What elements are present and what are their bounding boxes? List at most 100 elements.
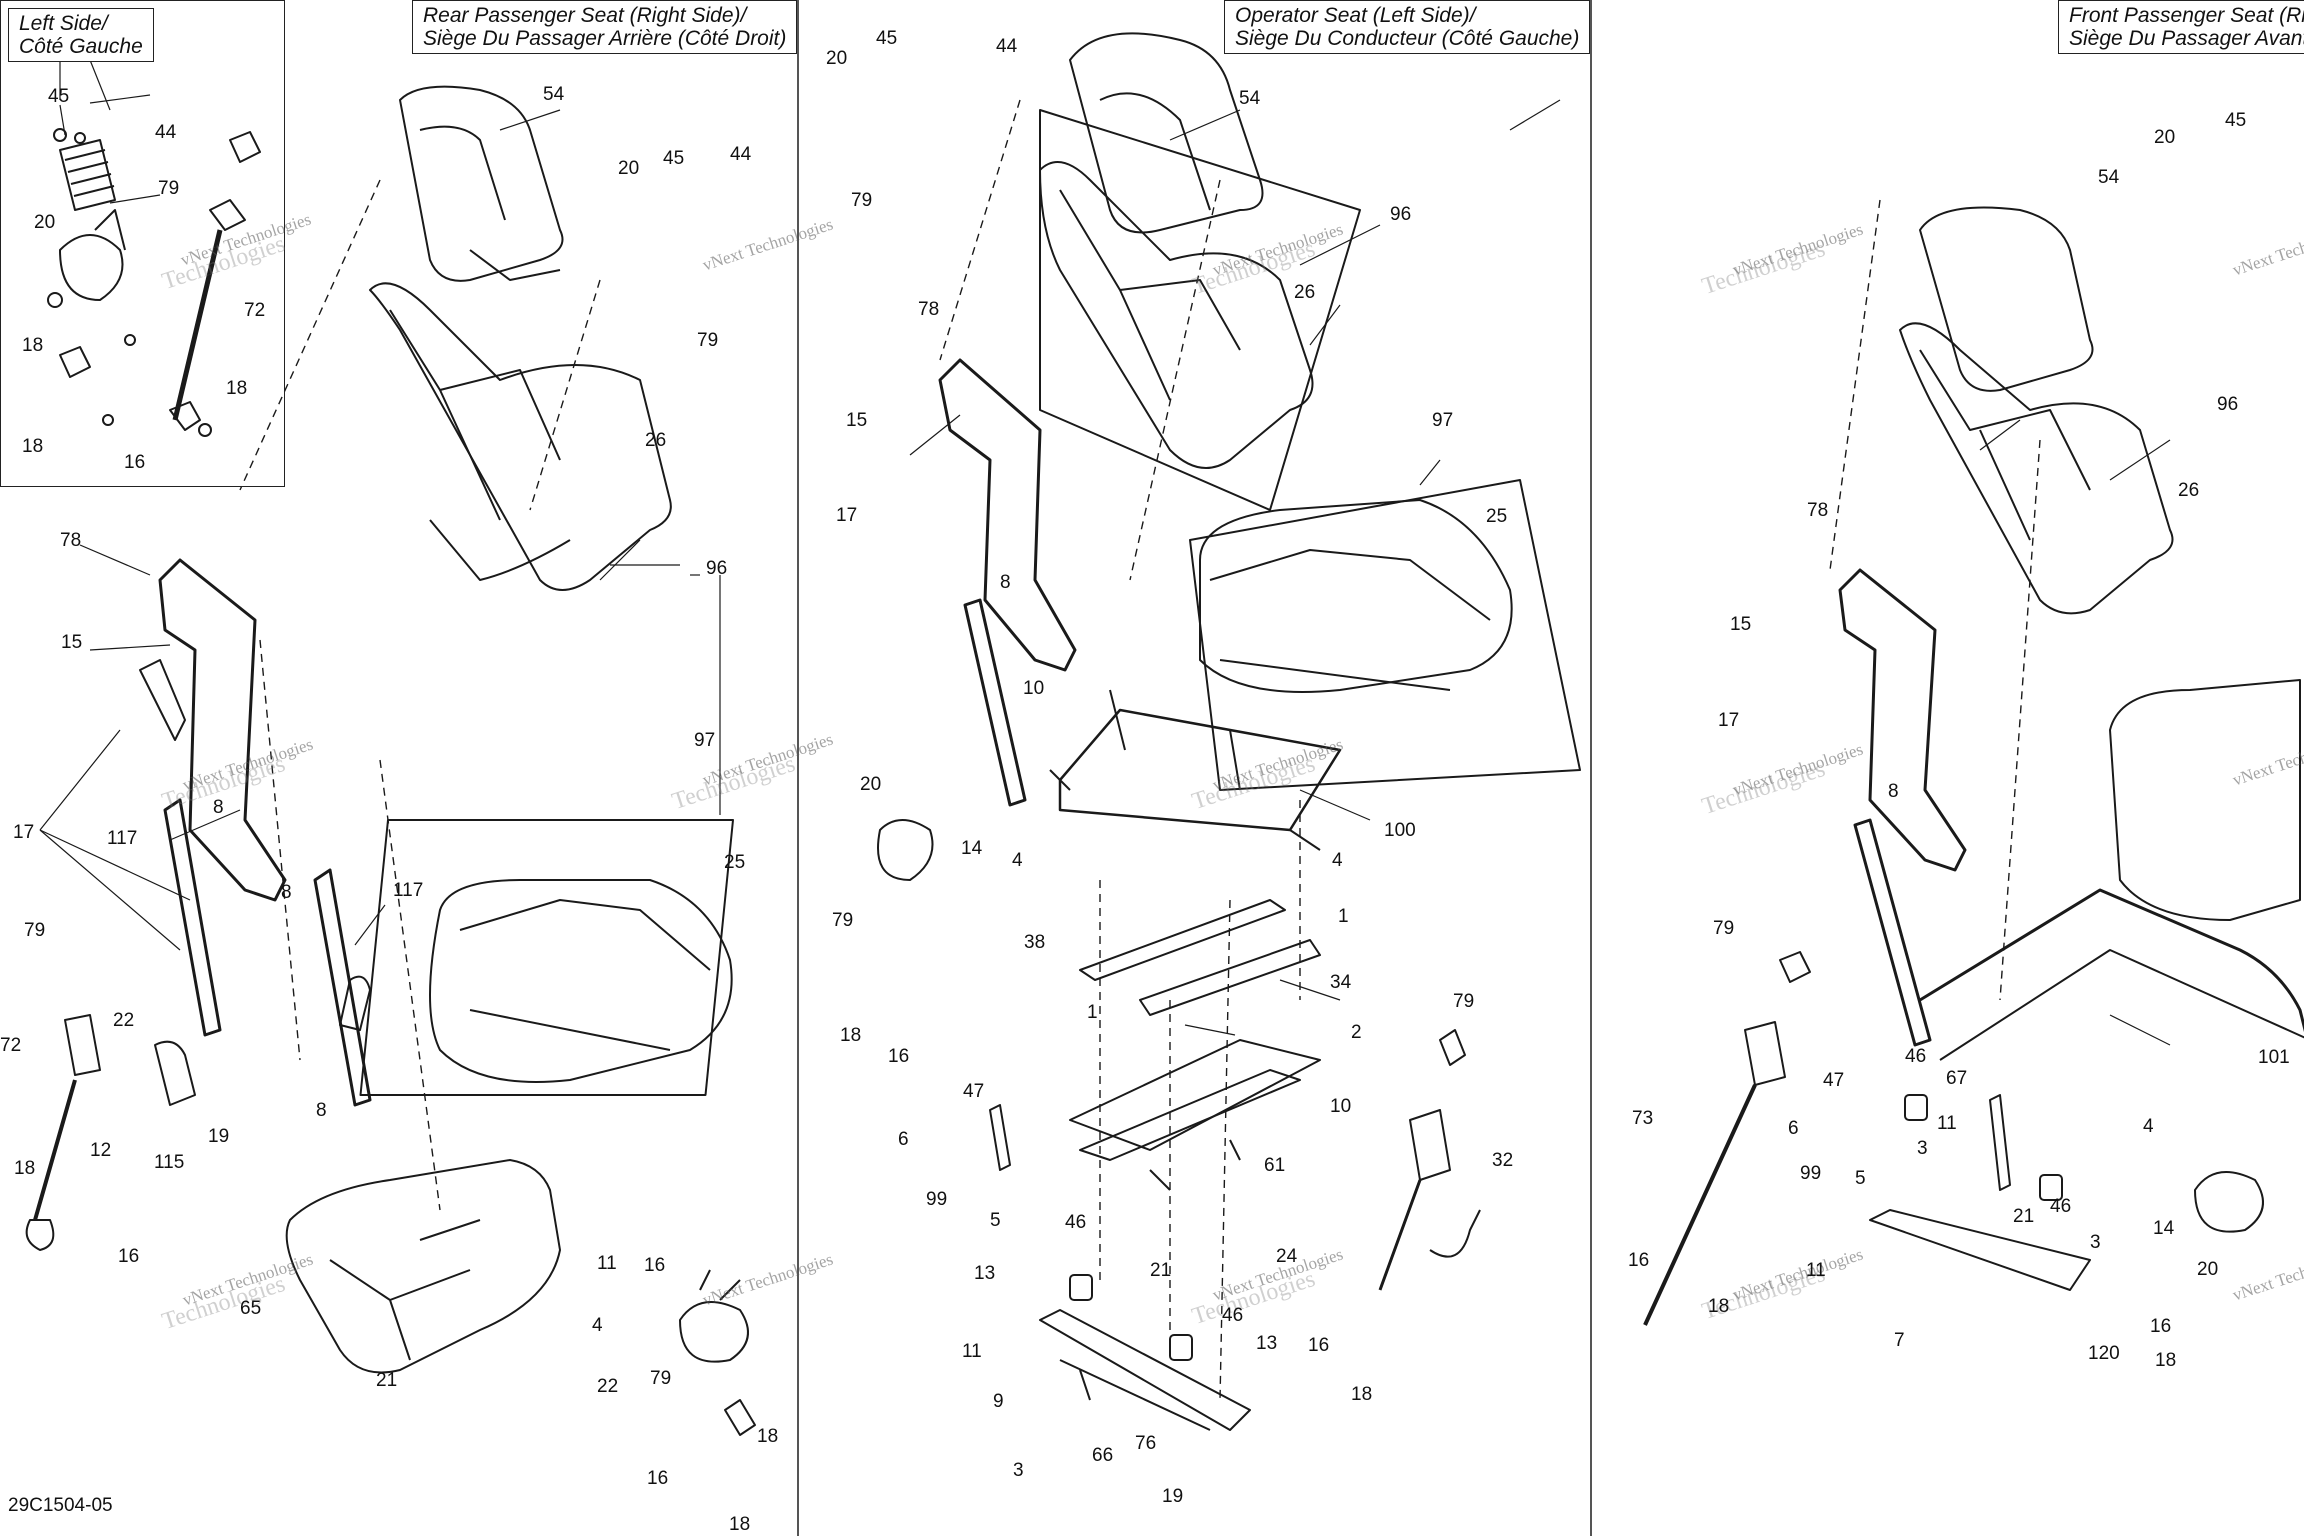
- callout-number: 97: [1432, 410, 1454, 431]
- callout-number: 10: [1330, 1096, 1352, 1117]
- left-inset-title: Left Side/ Côté Gauche: [8, 8, 154, 62]
- callout-number: 26: [1294, 282, 1316, 303]
- callout-number: 79: [650, 1368, 672, 1389]
- callout-number: 3: [1013, 1460, 1024, 1481]
- front-passenger-title-line1: Front Passenger Seat (Rig: [2069, 4, 2304, 27]
- callout-number: 79: [24, 920, 46, 941]
- callout-number: 65: [240, 1298, 262, 1319]
- callout-number: 20: [2154, 127, 2176, 148]
- callout-number: 16: [644, 1255, 666, 1276]
- callout-number: 45: [2225, 110, 2247, 131]
- callout-number: 78: [1807, 500, 1829, 521]
- front-passenger-title: Front Passenger Seat (Rig Siège Du Passa…: [2058, 0, 2304, 54]
- callout-number: 10: [1023, 678, 1045, 699]
- callout-number: 115: [154, 1152, 185, 1173]
- callout-number: 18: [840, 1025, 862, 1046]
- callout-number: 8: [281, 882, 292, 903]
- callout-number: 97: [694, 730, 716, 751]
- callout-number: 5: [990, 1210, 1001, 1231]
- callout-number: 20: [34, 212, 56, 233]
- callout-number: 20: [860, 774, 882, 795]
- callout-number: 22: [597, 1376, 619, 1397]
- callout-number: 18: [2155, 1350, 2177, 1371]
- callout-number: 16: [124, 452, 146, 473]
- callout-number: 67: [1946, 1068, 1968, 1089]
- callout-number: 79: [851, 190, 873, 211]
- callout-number: 16: [118, 1246, 140, 1267]
- callout-number: 11: [597, 1253, 617, 1274]
- callout-number: 2: [1351, 1022, 1362, 1043]
- callout-number: 16: [1628, 1250, 1650, 1271]
- callout-number: 20: [618, 158, 640, 179]
- callout-number: 20: [2197, 1259, 2219, 1280]
- callout-number: 18: [1351, 1384, 1373, 1405]
- callout-leader-lines: [39, 40, 2171, 1046]
- callout-number: 76: [1135, 1433, 1157, 1454]
- callout-number: 18: [757, 1426, 779, 1447]
- callout-number: 14: [961, 838, 983, 859]
- callout-number: 73: [1632, 1108, 1654, 1129]
- callout-number: 96: [1390, 204, 1412, 225]
- callout-number: 25: [724, 852, 746, 873]
- callout-number: 21: [1150, 1260, 1172, 1281]
- callout-number: 18: [1708, 1296, 1730, 1317]
- left-inset-frame: [0, 0, 285, 487]
- callout-number: 12: [90, 1140, 112, 1161]
- callout-number: 99: [926, 1189, 948, 1210]
- callout-number: 46: [2050, 1196, 2072, 1217]
- callout-number: 117: [107, 828, 138, 849]
- callout-number: 7: [1894, 1330, 1905, 1351]
- callout-number: 78: [918, 299, 940, 320]
- callout-number: 19: [1162, 1486, 1184, 1507]
- callout-number: 16: [888, 1046, 910, 1067]
- callout-number: 1: [1338, 906, 1349, 927]
- callout-number: 45: [876, 28, 898, 49]
- callout-number: 44: [730, 144, 752, 165]
- callout-number: 14: [2153, 1218, 2175, 1239]
- left-inset-title-line2: Côté Gauche: [19, 35, 143, 58]
- callout-number: 15: [1730, 614, 1752, 635]
- callout-number: 11: [1937, 1113, 1957, 1134]
- callout-number: 17: [1718, 710, 1740, 731]
- callout-number: 21: [2013, 1206, 2035, 1227]
- callout-number: 22: [113, 1010, 135, 1031]
- callout-number: 11: [1806, 1260, 1826, 1281]
- callout-number: 120: [2088, 1343, 2120, 1364]
- callout-number: 15: [61, 632, 83, 653]
- rear-passenger-title-line2: Siège Du Passager Arrière (Côté Droit): [423, 27, 787, 50]
- operator-title: Operator Seat (Left Side)/ Siège Du Cond…: [1224, 0, 1591, 54]
- callout-number: 96: [706, 558, 728, 579]
- callout-number: 44: [155, 122, 177, 143]
- callout-number: 54: [543, 84, 565, 105]
- callout-number: 17: [836, 505, 858, 526]
- diagram-code: 29C1504-05: [8, 1495, 113, 1516]
- callout-number: 16: [647, 1468, 669, 1489]
- callout-number: 3: [2090, 1232, 2101, 1253]
- callout-number: 8: [213, 797, 224, 818]
- callout-number: 54: [1239, 88, 1261, 109]
- callout-number: 79: [697, 330, 719, 351]
- callout-number: 13: [1256, 1333, 1278, 1354]
- callout-number: 20: [826, 48, 848, 69]
- callout-number: 79: [1713, 918, 1735, 939]
- callout-number: 6: [898, 1129, 909, 1150]
- callout-number: 54: [2098, 167, 2120, 188]
- callout-number: 34: [1330, 972, 1352, 993]
- callout-number: 100: [1384, 820, 1416, 841]
- rear-passenger-title-line1: Rear Passenger Seat (Right Side)/: [423, 4, 747, 27]
- callout-number: 18: [22, 436, 44, 457]
- callout-number: 46: [1222, 1305, 1244, 1326]
- callout-number: 26: [645, 430, 667, 451]
- callout-number: 4: [1012, 850, 1023, 871]
- callout-number: 9: [993, 1391, 1004, 1412]
- callout-number: 47: [963, 1081, 985, 1102]
- callout-number: 18: [729, 1514, 751, 1535]
- callout-number: 47: [1823, 1070, 1845, 1091]
- callout-number: 25: [1486, 506, 1508, 527]
- callout-number: 45: [48, 86, 70, 107]
- callout-number: 99: [1800, 1163, 1822, 1184]
- callout-number: 26: [2178, 480, 2200, 501]
- callout-number: 8: [1000, 572, 1011, 593]
